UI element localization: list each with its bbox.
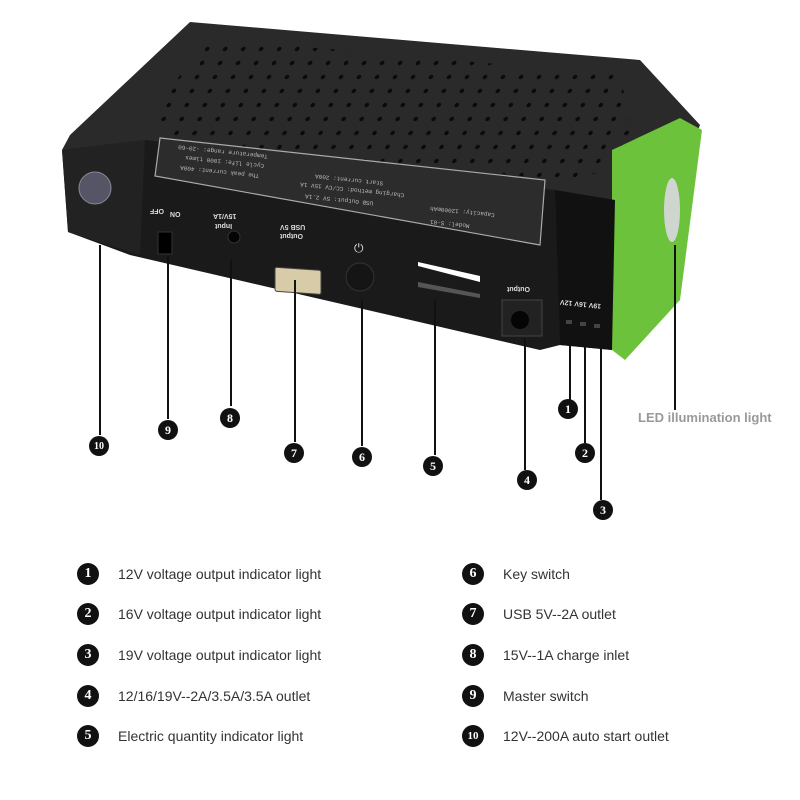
legend-text-5: Electric quantity indicator light xyxy=(118,728,304,744)
callout-1: 1 xyxy=(558,399,578,419)
legend-text-9: Master switch xyxy=(503,688,589,704)
legend-text-6: Key switch xyxy=(503,566,570,582)
callout-10: 10 xyxy=(89,436,109,456)
vent-grid xyxy=(150,38,640,180)
input-rating-label: 15V/1A xyxy=(213,212,237,219)
callout-3: 3 xyxy=(593,500,613,520)
input-label: Input xyxy=(215,222,233,229)
green-end-cap xyxy=(612,118,702,360)
legend-num-4: 4 xyxy=(77,685,99,707)
legend-num-6: 6 xyxy=(462,563,484,585)
spec-plate xyxy=(154,137,546,246)
legend-num-8: 8 xyxy=(462,644,484,666)
usb-port[interactable] xyxy=(274,266,322,295)
callout-9: 9 xyxy=(158,420,178,440)
legend-num-7: 7 xyxy=(462,603,484,625)
key-switch-button[interactable] xyxy=(345,262,375,292)
legend-num-9: 9 xyxy=(462,685,484,707)
usb-rating-label: USB 5V xyxy=(280,223,306,230)
brand-logo xyxy=(78,171,112,205)
callout-5: 5 xyxy=(423,456,443,476)
legend-text-4: 12/16/19V--2A/3.5A/3.5A outlet xyxy=(118,688,311,704)
callout-6: 6 xyxy=(352,447,372,467)
usb-output-label: Output xyxy=(280,232,303,239)
led-19v xyxy=(594,324,600,328)
dc-output-label: Output xyxy=(507,285,530,292)
legend-text-8: 15V--1A charge inlet xyxy=(503,647,630,663)
legend-text-2: 16V voltage output indicator light xyxy=(118,606,322,622)
led-16v xyxy=(580,322,586,326)
callout-4: 4 xyxy=(517,470,537,490)
callout-lines xyxy=(99,245,676,500)
quantity-indicator-bar xyxy=(418,262,480,282)
quantity-indicator-slot xyxy=(418,282,480,298)
led-lamp xyxy=(664,178,680,242)
callout-7: 7 xyxy=(284,443,304,463)
legend-num-1: 1 xyxy=(77,563,99,585)
legend-num-5: 5 xyxy=(77,725,99,747)
power-icon: ⏻ xyxy=(354,241,364,255)
legend-num-3: 3 xyxy=(77,644,99,666)
switch-off-label: OFF xyxy=(150,207,164,214)
switch-on-label: ON xyxy=(170,210,181,217)
led-12v xyxy=(566,320,572,324)
output-panel xyxy=(555,190,615,350)
legend-text-1: 12V voltage output indicator light xyxy=(118,566,322,582)
charge-inlet[interactable] xyxy=(227,230,241,244)
legend-text-3: 19V voltage output indicator light xyxy=(118,647,322,663)
legend-num-2: 2 xyxy=(77,603,99,625)
callout-2: 2 xyxy=(575,443,595,463)
callout-8: 8 xyxy=(220,408,240,428)
legend-text-10: 12V--200A auto start outlet xyxy=(503,728,669,744)
led-illumination-label: LED illumination light xyxy=(638,410,772,425)
legend-num-10: 10 xyxy=(462,725,484,747)
master-switch[interactable] xyxy=(157,231,173,255)
legend-text-7: USB 5V--2A outlet xyxy=(503,606,616,622)
